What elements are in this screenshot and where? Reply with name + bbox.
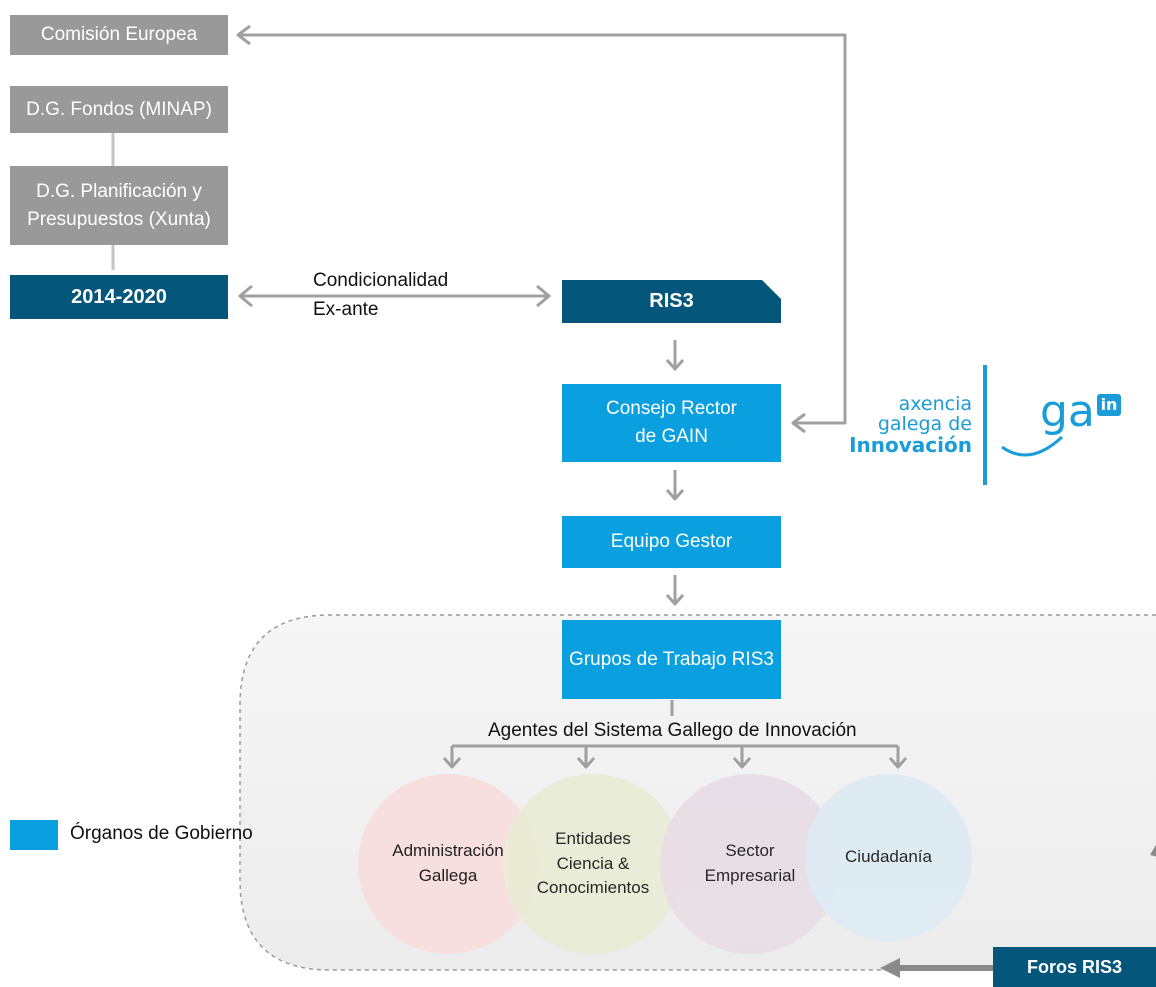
equipo-gestor-box: Equipo Gestor <box>562 516 781 568</box>
equipo-gestor-label: Equipo Gestor <box>610 531 733 553</box>
circle-sector-line2: Empresarial <box>704 866 796 885</box>
logo-divider <box>983 365 987 485</box>
circle-entidades-text: Entidades Ciencia & Conocimientos <box>537 827 649 901</box>
circle-administracion-text: Administración Gallega <box>392 839 504 888</box>
arrowhead-left <box>238 284 253 308</box>
foros-label: Foros RIS3 <box>1026 956 1123 977</box>
dg-fondos-box: D.G. Fondos (MINAP) <box>10 86 228 133</box>
ris3-shape <box>562 280 781 323</box>
circle-entidades-line3: Conocimientos <box>536 878 650 898</box>
foros-arrowhead <box>880 958 900 978</box>
arrowhead-down-1 <box>665 359 685 371</box>
arrowhead-consejo <box>791 412 806 434</box>
dg-planificacion-line1: D.G. Planificación y <box>36 180 202 202</box>
ris3-box: RIS3 <box>562 280 781 323</box>
circle-entidades-line1: Entidades <box>555 829 631 849</box>
condicionalidad-line1: Condicionalidad <box>313 270 449 291</box>
circle-sector-text: Sector Empresarial <box>705 839 796 888</box>
grupos-trabajo-label: Grupos de Trabajo RIS3 <box>569 648 774 670</box>
arrowhead-down-3 <box>665 594 685 606</box>
circle-ciudadania: Ciudadanía <box>805 774 972 941</box>
arrowhead-agent-2 <box>576 757 596 769</box>
legend-label: Órganos de Gobierno <box>70 823 253 844</box>
grupos-trabajo-box: Grupos de Trabajo RIS3 <box>562 620 781 699</box>
periodo-box: 2014-2020 <box>10 275 228 319</box>
arrowhead-agent-3 <box>732 757 752 769</box>
circle-entidades: Entidades Ciencia & Conocimientos <box>503 774 683 954</box>
edge-arrowhead <box>1150 844 1156 857</box>
dg-fondos-label: D.G. Fondos (MINAP) <box>26 98 212 120</box>
circle-administracion-line1: Administración <box>392 841 504 861</box>
circle-ciudadania-label: Ciudadanía <box>845 847 932 867</box>
periodo-label: 2014-2020 <box>71 285 167 308</box>
circle-administracion-line2: Gallega <box>418 866 478 885</box>
feedback-arrow-line <box>240 33 847 425</box>
logo-line2: galega de <box>877 412 972 435</box>
dg-planificacion-line2: Presupuestos (Xunta) <box>27 208 211 230</box>
logo-line3: Innovación <box>849 432 972 457</box>
circle-sector-line1: Sector <box>725 841 775 861</box>
agentes-label: Agentes del Sistema Gallego de Innovació… <box>488 720 857 741</box>
logo-mark: ga <box>1040 386 1095 437</box>
consejo-rector-box: Consejo Rector de GAIN <box>562 384 781 462</box>
gain-logo: axencia galega de Innovación ga in <box>840 365 1130 485</box>
arrowhead-agent-4 <box>888 757 908 769</box>
arrowhead-comision <box>236 24 251 46</box>
arrowhead-down-2 <box>665 489 685 501</box>
logo-wordmark: axencia galega de Innovación <box>840 393 972 457</box>
ris3-label: RIS3 <box>649 290 694 312</box>
comision-europea-box: Comisión Europea <box>10 15 228 55</box>
logo-badge: in <box>1097 394 1121 416</box>
legend-swatch <box>10 820 58 850</box>
condicionalidad-label: Condicionalidad Ex-ante <box>313 267 448 324</box>
logo-swoosh-icon <box>1001 435 1064 457</box>
circle-entidades-line2: Ciencia & <box>556 853 630 873</box>
arrowhead-agent-1 <box>442 757 462 769</box>
consejo-rector-line2: de GAIN <box>635 426 708 447</box>
logo-line1: axencia <box>898 393 972 415</box>
arrowhead-right <box>536 284 551 308</box>
comision-europea-label: Comisión Europea <box>40 24 198 46</box>
foros-box: Foros RIS3 <box>993 947 1156 987</box>
consejo-rector-line1: Consejo Rector <box>606 398 737 420</box>
dg-planificacion-box: D.G. Planificación y Presupuestos (Xunta… <box>10 166 228 245</box>
agents-region-border <box>239 614 1156 971</box>
condicionalidad-line2: Ex-ante <box>313 298 379 320</box>
